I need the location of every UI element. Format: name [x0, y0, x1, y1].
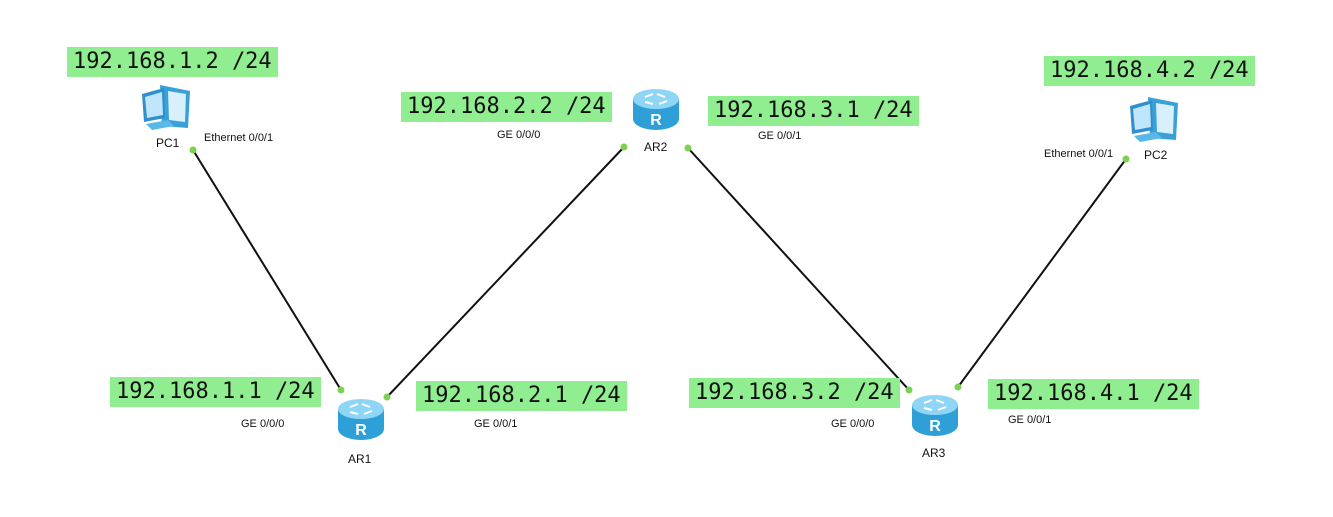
device-ar1[interactable]: R: [336, 397, 386, 443]
device-ar3[interactable]: R: [910, 393, 960, 439]
device-name-ar2: AR2: [644, 140, 668, 154]
ip-label-pc2: 192.168.4.2 /24: [1044, 56, 1255, 86]
port-dot-ar3-ge001: [954, 383, 962, 391]
ip-label-pc1: 192.168.1.2 /24: [67, 47, 278, 77]
link-ar3-pc2[interactable]: [957, 158, 1127, 388]
port-dot-pc1: [189, 146, 197, 154]
device-name-pc1: PC1: [156, 136, 180, 150]
pc-icon: [1130, 97, 1178, 142]
port-label-pc2: Ethernet 0/0/1: [1044, 148, 1114, 160]
device-ar2[interactable]: R: [631, 87, 681, 133]
port-label-pc1: Ethernet 0/0/1: [204, 132, 274, 144]
device-name-pc2: PC2: [1144, 148, 1168, 162]
router-icon: R: [633, 89, 679, 130]
port-dot-ar2-ge001: [684, 144, 692, 152]
port-label-ar2-ge001: GE 0/0/1: [758, 130, 802, 142]
ip-label-ar2-ge001: 192.168.3.1 /24: [708, 96, 919, 126]
ip-label-ar1-ge000: 192.168.1.1 /24: [110, 377, 321, 407]
ip-label-ar1-ge001: 192.168.2.1 /24: [416, 381, 627, 411]
ip-label-ar2-ge000: 192.168.2.2 /24: [401, 92, 612, 122]
port-dot-ar1-ge000: [337, 386, 345, 394]
port-dot-ar2-ge000: [620, 143, 628, 151]
link-ar2-ar3[interactable]: [687, 147, 910, 391]
link-pc1-ar1[interactable]: [192, 149, 342, 391]
device-pc2[interactable]: [1126, 94, 1186, 146]
router-icon: R: [912, 395, 958, 436]
port-label-ar1-ge000: GE 0/0/0: [241, 418, 285, 430]
port-label-ar2-ge000: GE 0/0/0: [497, 129, 541, 141]
device-pc1[interactable]: [138, 82, 198, 134]
ip-label-ar3-ge000: 192.168.3.2 /24: [689, 378, 900, 408]
router-icon: R: [338, 399, 384, 440]
device-name-ar1: AR1: [348, 452, 372, 466]
pc-icon: [142, 85, 190, 130]
port-dot-pc2: [1122, 155, 1130, 163]
port-dot-ar3-ge000: [905, 386, 913, 394]
device-name-ar3: AR3: [922, 446, 946, 460]
svg-text:R: R: [355, 422, 367, 439]
port-label-ar3-ge001: GE 0/0/1: [1008, 414, 1052, 426]
port-dot-ar1-ge001: [383, 393, 391, 401]
ip-label-ar3-ge001: 192.168.4.1 /24: [988, 379, 1199, 409]
svg-text:R: R: [650, 112, 662, 129]
link-ar1-ar2[interactable]: [386, 146, 625, 398]
port-label-ar1-ge001: GE 0/0/1: [474, 418, 518, 430]
svg-text:R: R: [929, 418, 941, 435]
port-label-ar3-ge000: GE 0/0/0: [831, 418, 875, 430]
